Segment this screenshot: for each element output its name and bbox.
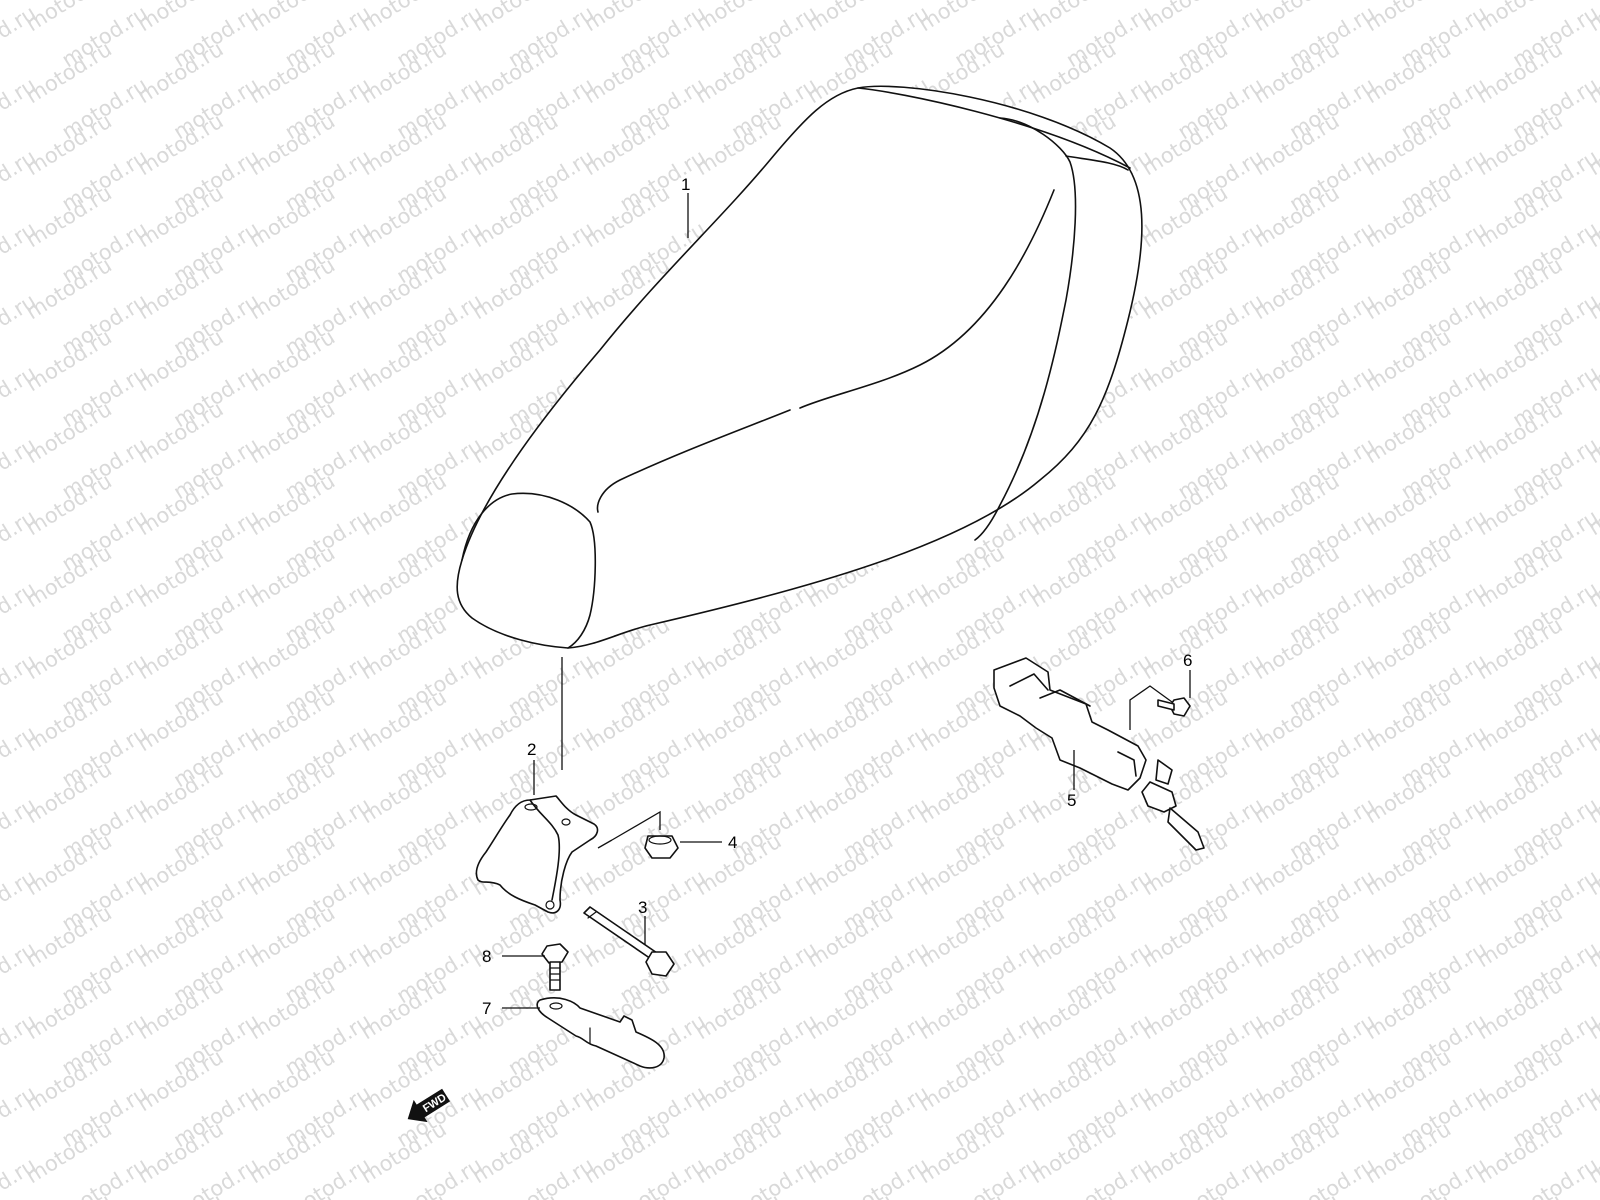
watermark-text: motod.ru bbox=[0, 217, 40, 288]
watermark-text: motod.ru bbox=[0, 1081, 40, 1152]
callout-6: 6 bbox=[1183, 651, 1192, 670]
watermark-text: motod.ru bbox=[1584, 1189, 1600, 1200]
watermark-text: motod.ru bbox=[0, 721, 40, 792]
watermark-text: motod.ru bbox=[0, 865, 40, 936]
callout-3: 3 bbox=[638, 898, 647, 917]
watermark-text: motod.ru bbox=[0, 649, 40, 720]
watermark-text: motod.ru bbox=[0, 361, 40, 432]
seat-drawing bbox=[456, 85, 1143, 649]
callout-8: 8 bbox=[482, 947, 491, 966]
callout-1: 1 bbox=[681, 175, 690, 194]
nut-drawing bbox=[644, 835, 679, 859]
hinge-pin-drawing bbox=[583, 906, 675, 977]
callout-7: 7 bbox=[482, 999, 491, 1018]
watermark-text: motod.ru bbox=[0, 145, 40, 216]
callout-4: 4 bbox=[728, 833, 737, 852]
hinge-bracket-drawing bbox=[475, 795, 599, 914]
callout-5: 5 bbox=[1067, 791, 1076, 810]
watermark-text: motod.ru bbox=[0, 505, 40, 576]
watermark-text: motod.ru bbox=[0, 793, 40, 864]
watermark-text: motod.ru bbox=[0, 577, 40, 648]
callout-2: 2 bbox=[527, 740, 536, 759]
watermark-text: motod.ru bbox=[0, 1009, 40, 1080]
hook-plate-drawing bbox=[536, 997, 665, 1069]
watermark-text: motod.ru bbox=[0, 433, 40, 504]
screw-drawing bbox=[1157, 697, 1191, 717]
callouts: 1 2 3 4 5 6 7 8 bbox=[482, 175, 1192, 1018]
watermark-text: motod.ru bbox=[0, 73, 40, 144]
watermark-text: motod.ru bbox=[0, 1, 40, 72]
bolt-drawing bbox=[541, 943, 569, 991]
watermark-text: motod.ru bbox=[0, 289, 40, 360]
seat-lock-drawing bbox=[993, 657, 1205, 851]
watermark-text: motod.ru bbox=[0, 937, 40, 1008]
